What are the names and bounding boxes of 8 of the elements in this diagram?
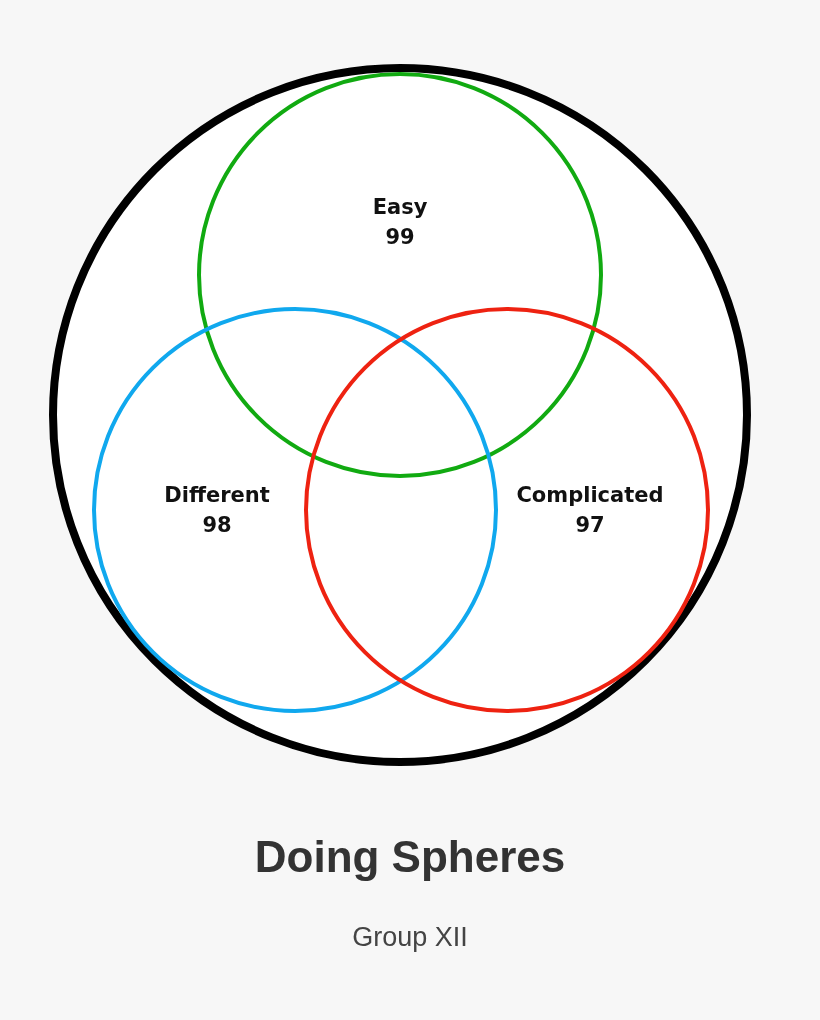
set-label: Different: [164, 482, 270, 509]
set-label: Easy: [372, 194, 428, 221]
diagram-title: Doing Spheres: [253, 832, 567, 882]
count-value: 98: [202, 512, 232, 539]
set-label: Complicated: [516, 482, 664, 509]
count-value: 99: [385, 224, 415, 251]
count-value: 97: [575, 512, 605, 539]
subtitle: Group XII: [351, 922, 469, 953]
